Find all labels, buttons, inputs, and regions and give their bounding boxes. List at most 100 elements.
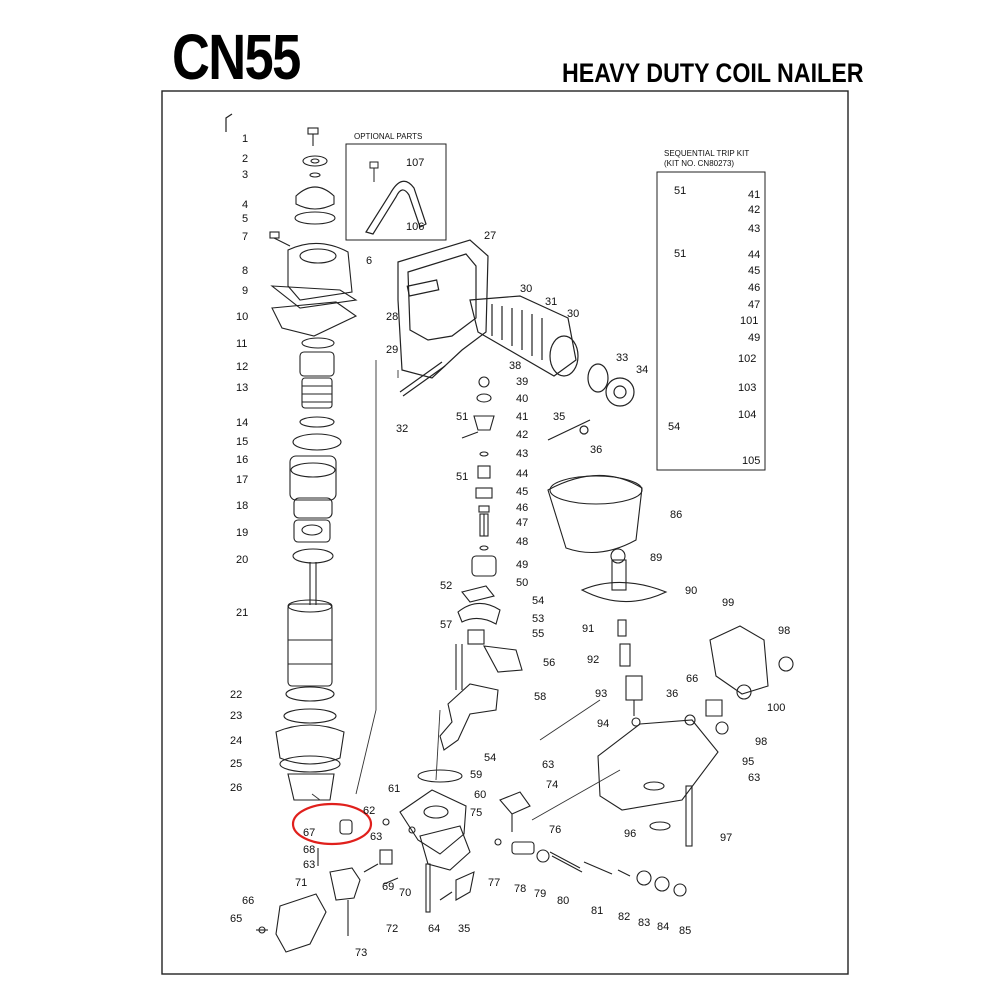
callout-55: 55 xyxy=(532,628,544,640)
callout-31: 31 xyxy=(545,296,557,308)
callout-32: 32 xyxy=(396,423,408,435)
callout-18: 18 xyxy=(236,500,248,512)
callout-8: 8 xyxy=(242,265,248,277)
callout-97: 97 xyxy=(720,832,732,844)
callout-95: 95 xyxy=(742,756,754,768)
trip-kit-box xyxy=(656,171,766,471)
callout-30: 30 xyxy=(567,308,579,320)
callout-35: 35 xyxy=(458,923,470,935)
callout-104: 104 xyxy=(738,409,756,421)
callout-81: 81 xyxy=(591,905,603,917)
callout-59: 59 xyxy=(470,769,482,781)
callout-1: 1 xyxy=(242,133,248,145)
optional-hook-106 xyxy=(365,180,427,235)
callout-77: 77 xyxy=(488,877,500,889)
callout-36: 36 xyxy=(590,444,602,456)
callout-5: 5 xyxy=(242,213,248,225)
callout-107: 107 xyxy=(406,157,424,169)
callout-27: 27 xyxy=(484,230,496,242)
callout-28: 28 xyxy=(386,311,398,323)
callout-84: 84 xyxy=(657,921,669,933)
callout-94: 94 xyxy=(597,718,609,730)
callout-labels: 1234576891011121314151617181920212223242… xyxy=(230,133,790,959)
callout-99: 99 xyxy=(722,597,734,609)
callout-71: 71 xyxy=(295,877,307,889)
callout-68: 68 xyxy=(303,844,315,856)
callout-63: 63 xyxy=(370,831,382,843)
callout-76: 76 xyxy=(549,824,561,836)
callout-33: 33 xyxy=(616,352,628,364)
magazine-parts xyxy=(547,474,794,847)
callout-14: 14 xyxy=(236,417,248,429)
callout-96: 96 xyxy=(624,828,636,840)
callout-41: 41 xyxy=(748,189,760,201)
trigger-valve-parts xyxy=(439,376,523,751)
callout-13: 13 xyxy=(236,382,248,394)
callout-51: 51 xyxy=(456,471,468,483)
callout-90: 90 xyxy=(685,585,697,597)
callout-12: 12 xyxy=(236,361,248,373)
callout-54: 54 xyxy=(668,421,680,433)
callout-6: 6 xyxy=(366,255,372,267)
callout-44: 44 xyxy=(748,249,760,261)
optional-screw-107 xyxy=(369,161,379,182)
callout-66: 66 xyxy=(686,673,698,685)
corner-mark xyxy=(225,113,233,132)
trip-kit-title: SEQUENTIAL TRIP KIT xyxy=(664,149,749,158)
callout-54: 54 xyxy=(532,595,544,607)
callout-21: 21 xyxy=(236,607,248,619)
callout-106: 106 xyxy=(406,221,424,233)
callout-70: 70 xyxy=(399,887,411,899)
callout-35: 35 xyxy=(553,411,565,423)
callout-66: 66 xyxy=(242,895,254,907)
callout-65: 65 xyxy=(230,913,242,925)
callout-54: 54 xyxy=(484,752,496,764)
callout-38: 38 xyxy=(509,360,521,372)
callout-20: 20 xyxy=(236,554,248,566)
callout-48: 48 xyxy=(516,536,528,548)
callout-78: 78 xyxy=(514,883,526,895)
callout-72: 72 xyxy=(386,923,398,935)
callout-62: 62 xyxy=(363,805,375,817)
callout-79: 79 xyxy=(534,888,546,900)
callout-57: 57 xyxy=(440,619,452,631)
callout-24: 24 xyxy=(230,735,242,747)
assembly-guide-lines xyxy=(311,360,621,821)
callout-11: 11 xyxy=(236,338,247,350)
callout-30: 30 xyxy=(520,283,532,295)
callout-50: 50 xyxy=(516,577,528,589)
callout-34: 34 xyxy=(636,364,648,376)
callout-53: 53 xyxy=(532,613,544,625)
callout-105: 105 xyxy=(742,455,760,467)
callout-39: 39 xyxy=(516,376,528,388)
frame-housing-parts xyxy=(397,239,635,441)
callout-80: 80 xyxy=(557,895,569,907)
callout-47: 47 xyxy=(748,299,760,311)
callout-82: 82 xyxy=(618,911,630,923)
callout-61: 61 xyxy=(388,783,400,795)
callout-58: 58 xyxy=(534,691,546,703)
callout-43: 43 xyxy=(516,448,528,460)
callout-29: 29 xyxy=(386,344,398,356)
optional-parts-title: OPTIONAL PARTS xyxy=(354,132,422,141)
callout-101: 101 xyxy=(740,315,758,327)
callout-89: 89 xyxy=(650,552,662,564)
callout-100: 100 xyxy=(767,702,785,714)
callout-51: 51 xyxy=(674,248,686,260)
callout-63: 63 xyxy=(542,759,554,771)
cylinder-stack-parts xyxy=(269,127,358,801)
callout-42: 42 xyxy=(748,204,760,216)
callout-60: 60 xyxy=(474,789,486,801)
callout-26: 26 xyxy=(230,782,242,794)
callout-86: 86 xyxy=(670,509,682,521)
diagram-frame xyxy=(161,90,849,975)
callout-49: 49 xyxy=(516,559,528,571)
callout-3: 3 xyxy=(242,169,248,181)
callout-92: 92 xyxy=(587,654,599,666)
callout-91: 91 xyxy=(582,623,594,635)
callout-25: 25 xyxy=(230,758,242,770)
callout-36: 36 xyxy=(666,688,678,700)
callout-43: 43 xyxy=(748,223,760,235)
callout-52: 52 xyxy=(440,580,452,592)
callout-44: 44 xyxy=(516,468,528,480)
